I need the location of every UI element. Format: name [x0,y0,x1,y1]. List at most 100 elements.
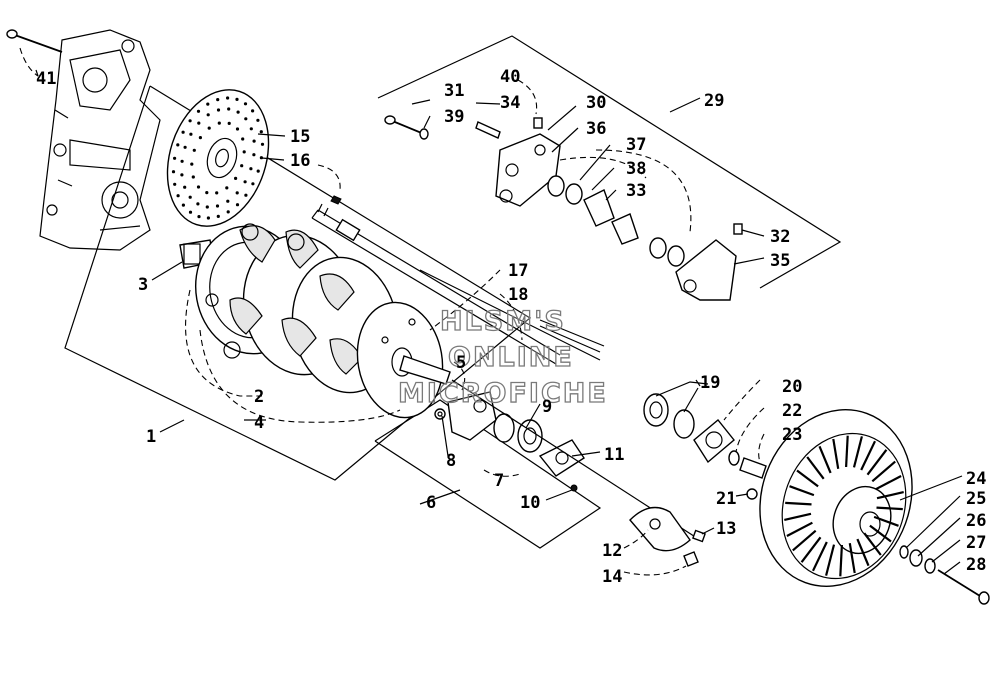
piston-37 [649,237,685,267]
watermark-line-1: HLSM'S [440,306,566,337]
washer-26 [909,549,923,567]
disc-hole [205,191,209,195]
seal-36 [547,175,583,205]
clutch-fin [786,521,813,537]
caliper-half-35 [675,239,737,301]
disc-hole [206,216,210,220]
clutch-fin [784,512,812,521]
disc-hole [226,199,230,203]
watermark-line-3: MICROFICHE [398,378,608,409]
callout-17: 17 [508,261,528,281]
driven-clutch-fins [784,435,904,577]
disc-hole [226,96,230,100]
disc-hole [235,191,239,195]
callout-3: 3 [138,275,148,295]
disc-hole [244,117,248,121]
disc-hole [197,121,201,125]
bolt-41 [6,29,63,77]
caliper-bolt-31 [384,115,425,135]
callout-16: 16 [290,151,310,171]
disc-hole [181,203,185,207]
washer-22 [728,450,740,466]
bleeder-32 [733,223,743,235]
disc-hole [242,150,246,154]
clutch-fin [875,475,902,491]
callout-labels: 41 15 16 3 2 4 1 31 39 40 34 30 36 37 38… [36,67,986,587]
disc-hole [183,185,187,189]
callout-22: 22 [782,401,802,421]
clutch-fin [869,524,892,543]
disc-hole [176,143,180,147]
chaincase-housing [39,29,161,251]
driven-clutch [759,409,913,587]
callout-12: 12 [602,541,622,561]
disc-hole [249,127,253,131]
callout-5: 5 [456,353,466,373]
callout-32: 32 [770,227,790,247]
clutch-fin [825,544,836,576]
brake-disc-15 [166,89,270,227]
callout-35: 35 [770,251,790,271]
disc-hole [207,126,211,130]
clutch-fin [789,485,815,497]
disc-hole [217,121,221,125]
disc-hole [176,194,180,198]
callout-28: 28 [966,555,986,575]
disc-hole [181,130,185,134]
disc-hole [192,148,196,152]
clutch-fin [812,541,828,572]
clutch-fin [876,491,904,500]
clutch-fin [852,436,863,468]
disc-hole [256,118,260,122]
clutch-fin [860,440,876,471]
clutch-fin [800,536,822,563]
disc-hole [234,176,238,180]
leader-lines [35,69,963,576]
callout-9: 9 [542,397,552,417]
clutch-fin [796,469,819,488]
disc-hole [235,97,239,101]
watermark-line-2: ONLINE [448,342,574,373]
callout-14: 14 [602,567,622,587]
washer-27 [924,558,936,574]
callout-1: 1 [146,427,156,447]
disc-hole [190,162,194,166]
callout-19: 19 [700,373,720,393]
disc-hole [252,139,256,143]
disc-hole [244,193,248,197]
disc-hole [206,113,210,117]
disc-hole [196,109,201,113]
callout-31: 31 [444,81,464,101]
disc-hole [189,132,193,136]
disc-hole [215,204,220,208]
disc-hole [171,170,176,174]
callout-2: 2 [254,387,264,407]
disc-hole [173,182,177,186]
leaders-2-4 [185,289,401,423]
callout-8: 8 [446,451,456,471]
callout-36: 36 [586,119,606,139]
flange-11 [538,439,585,477]
clutch-fin [848,543,856,574]
disc-hole [188,119,192,123]
callout-40: 40 [500,67,520,87]
disc-hole [215,191,219,195]
callout-21: 21 [716,489,736,509]
clutch-fin [873,515,899,527]
callout-18: 18 [508,285,528,305]
callout-11: 11 [604,445,624,465]
disc-hole [216,98,220,102]
callout-30: 30 [586,93,606,113]
callout-34: 34 [500,93,520,113]
clutch-fin [845,435,849,468]
disc-hole [183,145,187,149]
disc-hole [249,167,253,171]
disc-hole [216,214,220,218]
disc-hole [227,107,231,111]
callout-20: 20 [782,377,802,397]
callout-39: 39 [444,107,464,127]
callout-26: 26 [966,511,986,531]
bolt-8 [434,408,446,420]
